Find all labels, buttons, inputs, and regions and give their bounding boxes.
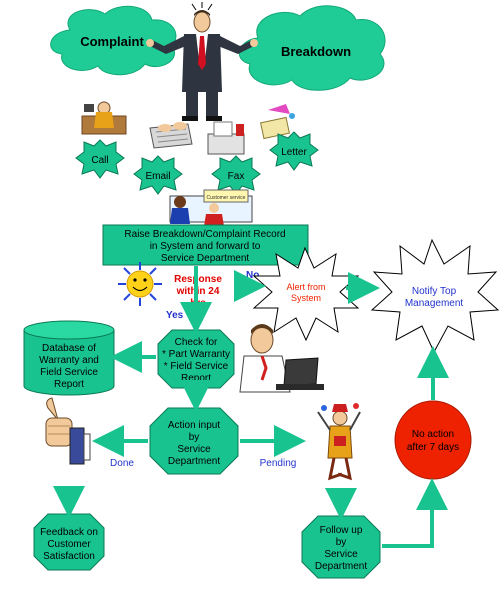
telephone-operator-icon [81, 101, 127, 135]
follow-line-4: Department [315, 561, 367, 572]
feedback-octagon: Feedback on Customer Satisfaction [33, 513, 105, 571]
fax-machine-icon [207, 121, 245, 155]
feedback-line-1: Feedback on [40, 527, 98, 538]
email-label: Email [145, 171, 170, 182]
check-line-2: * Part Warranty [162, 349, 230, 360]
complaint-label: Complaint [80, 34, 144, 49]
svg-text:Customer service: Customer service [207, 195, 246, 201]
feedback-line-3: Satisfaction [43, 551, 95, 562]
response-line-3: hrs [190, 298, 206, 309]
juggling-clown-icon [317, 403, 361, 481]
follow-up-octagon: Follow up by Service Department [301, 515, 381, 579]
check-line-4: Report [181, 373, 211, 384]
email-burst: Email [133, 155, 183, 195]
pending-label: Pending [260, 458, 297, 469]
notify-line-2: Management [405, 298, 464, 309]
done-label: Done [110, 458, 134, 469]
man-at-laptop-icon [239, 324, 324, 393]
customer-service-desk-icon: Customer service [169, 189, 253, 226]
database-line-3: Field Service [40, 367, 98, 378]
letter-burst: Letter [269, 131, 319, 171]
notify-starburst: Notify Top Management [370, 238, 500, 354]
check-octagon: Check for * Part Warranty * Field Servic… [157, 329, 235, 389]
letter-envelope-icon [260, 104, 295, 140]
raise-line-2: in System and forward to [150, 241, 261, 252]
response-line-1: Response [174, 274, 222, 285]
smiling-sun-icon [118, 262, 162, 306]
no-action-ellipse: No action after 7 days [394, 400, 472, 480]
fax-burst: Fax [211, 155, 261, 195]
database-line-2: Warranty and [39, 355, 99, 366]
database-line-1: Database of [42, 343, 96, 354]
feedback-line-2: Customer [47, 539, 91, 550]
action-line-2: by [189, 432, 200, 443]
action-octagon: Action input by Service Department [149, 407, 239, 475]
raise-line-3: Service Department [161, 253, 250, 264]
check-line-3: * Field Service [164, 361, 229, 372]
no-action-line-1: No action [412, 429, 454, 440]
breakdown-cloud: Breakdown [238, 5, 386, 91]
call-burst: Call [75, 139, 125, 179]
database-cylinder: Database of Warranty and Field Service R… [23, 320, 115, 396]
arrow-follow-to-noaction [382, 478, 448, 548]
notify-line-1: Notify Top [412, 286, 457, 297]
follow-line-2: by [336, 537, 347, 548]
follow-line-1: Follow up [320, 525, 363, 536]
follow-line-3: Service [324, 549, 358, 560]
action-line-1: Action input [168, 420, 220, 431]
breakdown-label: Breakdown [281, 44, 351, 59]
alert-starburst: Alert from System [252, 246, 360, 342]
database-line-4: Report [54, 379, 84, 390]
raise-line-1: Raise Breakdown/Complaint Record [124, 229, 285, 240]
yes-label: Yes [166, 310, 184, 321]
check-line-1: Check for [175, 337, 218, 348]
fax-label: Fax [228, 171, 245, 182]
flow-arrows [53, 266, 449, 548]
thumbs-up-icon [45, 397, 91, 465]
action-line-4: Department [168, 456, 220, 467]
letter-label: Letter [281, 147, 307, 158]
alert-line-2: System [291, 293, 321, 303]
complaint-cloud: Complaint [50, 5, 177, 76]
call-label: Call [91, 155, 108, 166]
raise-record-box: Raise Breakdown/Complaint Record in Syst… [102, 224, 309, 266]
keyboard-typing-icon [149, 122, 193, 149]
alert-line-1: Alert from [286, 282, 325, 292]
action-line-3: Service [177, 444, 211, 455]
no-action-line-2: after 7 days [407, 442, 459, 453]
stressed-businessman-icon [146, 2, 258, 121]
